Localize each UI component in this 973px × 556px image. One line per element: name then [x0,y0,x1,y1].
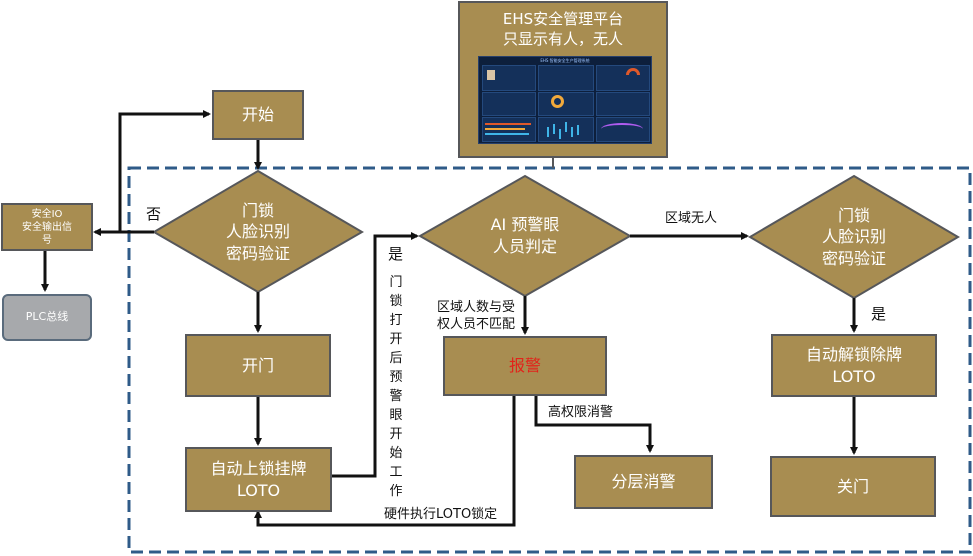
safety-io-line2: 安全输出信 [22,221,72,233]
label-hardware-loto: 硬件执行LOTO锁定 [384,507,498,522]
open-door-label: 开门 [241,355,274,375]
label-vertical-note: 门锁打开后预警眼开始工作 [389,275,403,499]
start-label: 开始 [241,105,274,125]
verify-right-line2: 人脸识别 [821,227,886,247]
safety-io-line3: 号 [42,234,52,246]
label-yes-right: 是 [871,305,887,323]
auto-unlock-node: 自动解锁除牌 LOTO [771,334,937,397]
arrow-lock-ai [332,232,419,478]
auto-lock-node: 自动上锁挂牌 LOTO [185,447,332,512]
safety-io-node: 安全IO 安全输出信 号 [1,203,93,251]
start-node: 开始 [212,90,304,140]
auto-lock-line1: 自动上锁挂牌 [210,458,307,478]
verify-right-line1: 门锁 [837,205,870,225]
auto-lock-line2: LOTO [236,480,281,500]
close-door-label: 关门 [836,476,869,496]
layered-clear-label: 分层消警 [611,472,676,492]
open-door-node: 开门 [185,334,331,397]
verify-left-line3: 密码验证 [225,243,290,263]
auto-unlock-line2: LOTO [832,366,876,386]
platform-title-line2: 只显示有人，无人 [502,30,623,49]
label-mismatch-line1: 区域人数与受 [437,300,516,315]
auto-unlock-line1: 自动解锁除牌 [805,344,902,364]
close-door-node: 关门 [770,456,936,517]
plc-bus-label: PLC总线 [25,310,69,324]
plc-bus-node: PLC总线 [2,294,92,341]
verify-left-text: 门锁 人脸识别 密码验证 [198,200,318,264]
layered-clear-node: 分层消警 [574,455,713,509]
ai-judge-line2: 人员判定 [492,237,557,256]
label-mismatch: 区域人数与受 权人员不匹配 [437,300,515,334]
dashboard-title: EHS 智能安全生产管理系统 [540,58,590,63]
label-yes-left: 是 [388,245,404,263]
process-region-dashed [127,166,972,554]
ai-judge-line1: AI 预警眼 [490,215,560,235]
verify-right-text: 门锁 人脸识别 密码验证 [794,205,914,269]
verify-left-line2: 人脸识别 [225,222,290,242]
arrow-loop-start [118,110,211,232]
safety-io-line1: 安全IO [31,208,63,220]
alarm-node: 报警 [443,336,607,396]
label-high-priv: 高权限消警 [548,405,614,420]
verify-right-line3: 密码验证 [821,248,886,268]
label-no: 否 [146,205,162,223]
alarm-label: 报警 [508,356,541,376]
platform-title-line1: EHS安全管理平台 [502,10,624,28]
verify-left-line1: 门锁 [241,200,274,220]
label-area-empty: 区域无人 [665,211,718,226]
arrow-alarm-lock [254,396,516,527]
arrow-alarm-clear [534,396,654,453]
ai-judge-text: AI 预警眼 人员判定 [465,214,585,258]
label-mismatch-line2: 权人员不匹配 [437,316,516,332]
dashboard-thumbnail: EHS 智能安全生产管理系统 [478,56,652,144]
